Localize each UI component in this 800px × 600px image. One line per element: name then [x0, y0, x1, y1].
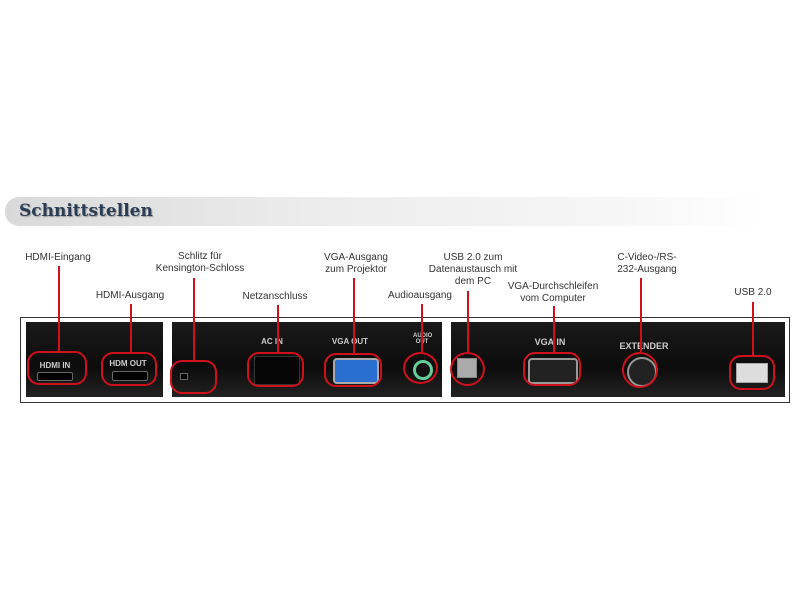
port-label-ac-in: AC IN: [261, 337, 283, 346]
callout-label: USB 2.0: [734, 287, 772, 298]
callout-line: [353, 278, 355, 353]
callout-line: [640, 278, 642, 352]
callout-label: Audioausgang: [388, 290, 452, 301]
callout-line: [553, 306, 555, 352]
callout-circle: [523, 352, 581, 386]
callout-line: [58, 266, 60, 351]
callout-circle: [324, 353, 382, 387]
callout-circle: [170, 360, 217, 394]
callout-circle: [622, 352, 658, 388]
callout-circle: [403, 352, 438, 384]
callout-line: [752, 302, 754, 355]
callout-line: [130, 304, 132, 352]
port-label-hdmi-out: HDM OUT: [109, 359, 147, 368]
photo-panel-power-vga: [172, 322, 442, 397]
callout-label: HDMI-Ausgang: [95, 290, 165, 301]
callout-label: HDMI-Eingang: [25, 252, 91, 263]
photo-panel-usb-vga-in: [451, 322, 785, 397]
callout-line: [467, 291, 469, 352]
kensington-slot: [180, 373, 188, 380]
section-title: Schnittstellen: [19, 201, 153, 221]
port-label-vga-out: VGA OUT: [331, 337, 369, 346]
section-header: Schnittstellen: [5, 197, 765, 226]
callout-circle: [27, 351, 87, 385]
callout-label: C-Video-/RS-232-Ausgang: [617, 252, 677, 275]
callout-label: Netzanschluss: [242, 291, 308, 302]
ports-photo-frame: [20, 317, 790, 403]
port-label-extender: EXTENDER: [619, 341, 669, 351]
port-label-vga-in: VGA IN: [534, 337, 566, 347]
callout-circle: [729, 355, 775, 390]
usb-a-port: [736, 363, 768, 383]
callout-circle: [247, 352, 304, 387]
callout-circle: [450, 352, 485, 386]
callout-line: [421, 304, 423, 352]
callout-circle: [101, 352, 157, 386]
callout-line: [277, 305, 279, 352]
port-label-hdmi-in: HDMI IN: [39, 361, 71, 370]
callout-line: [193, 278, 195, 360]
